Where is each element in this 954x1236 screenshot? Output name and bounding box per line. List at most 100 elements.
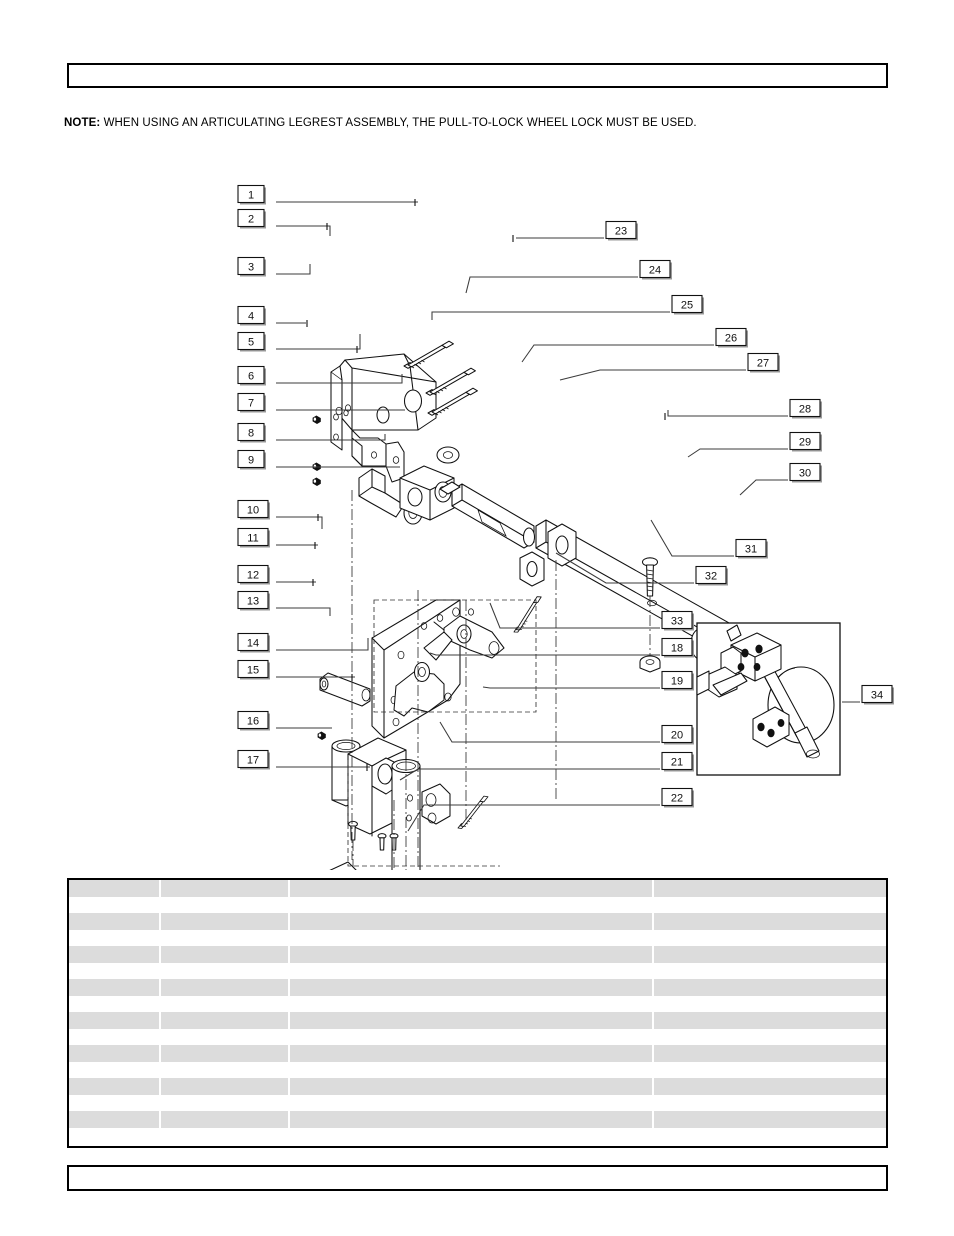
table-cell bbox=[654, 1078, 886, 1095]
callout-16[interactable]: 16 bbox=[237, 710, 270, 731]
callout-1[interactable]: 1 bbox=[237, 184, 266, 205]
callout-13[interactable]: 13 bbox=[237, 590, 270, 611]
table-cell bbox=[69, 963, 159, 980]
table-cell bbox=[161, 1045, 288, 1062]
callout-31[interactable]: 31 bbox=[735, 538, 768, 559]
table-cell bbox=[290, 1128, 652, 1145]
callout-label: 11 bbox=[247, 532, 258, 544]
callout-label: 2 bbox=[248, 213, 254, 225]
callout-label: 25 bbox=[681, 299, 693, 311]
table-cell bbox=[69, 1012, 159, 1029]
callout-18[interactable]: 18 bbox=[661, 637, 694, 658]
callout-8[interactable]: 8 bbox=[237, 422, 266, 443]
callout-label: 15 bbox=[247, 664, 259, 676]
callout-label: 34 bbox=[871, 689, 883, 701]
table-row bbox=[69, 1111, 886, 1128]
callout-27[interactable]: 27 bbox=[747, 352, 780, 373]
callout-7[interactable]: 7 bbox=[237, 392, 266, 413]
callout-15[interactable]: 15 bbox=[237, 659, 270, 680]
table-cell bbox=[290, 1062, 652, 1079]
table-cell bbox=[161, 897, 288, 914]
callout-28[interactable]: 28 bbox=[789, 398, 822, 419]
table-cell bbox=[161, 996, 288, 1013]
header-title-bar bbox=[67, 63, 888, 88]
table-cell bbox=[290, 1012, 652, 1029]
callout-4[interactable]: 4 bbox=[237, 305, 266, 326]
callout-label: 20 bbox=[671, 729, 683, 741]
callout-21[interactable]: 21 bbox=[661, 751, 694, 772]
callout-10[interactable]: 10 bbox=[237, 499, 270, 520]
table-cell bbox=[69, 1095, 159, 1112]
table-cell bbox=[290, 946, 652, 963]
table-cell bbox=[654, 1045, 886, 1062]
table-cell bbox=[654, 880, 886, 897]
table-cell bbox=[69, 1062, 159, 1079]
callout-25[interactable]: 25 bbox=[671, 294, 704, 315]
table-cell bbox=[69, 1029, 159, 1046]
table-row bbox=[69, 1012, 886, 1029]
callout-5[interactable]: 5 bbox=[237, 331, 266, 352]
callout-29[interactable]: 29 bbox=[789, 431, 822, 452]
callout-14[interactable]: 14 bbox=[237, 632, 270, 653]
table-cell bbox=[290, 913, 652, 930]
table-cell bbox=[69, 946, 159, 963]
callout-24[interactable]: 24 bbox=[639, 259, 672, 280]
callout-11[interactable]: 11 bbox=[237, 527, 270, 548]
table-cell bbox=[290, 1078, 652, 1095]
callout-23[interactable]: 23 bbox=[605, 220, 638, 241]
callout-label: 33 bbox=[671, 615, 683, 627]
table-cell bbox=[161, 1029, 288, 1046]
table-cell bbox=[161, 979, 288, 996]
callout-33[interactable]: 33 bbox=[661, 610, 694, 631]
callout-label: 4 bbox=[248, 310, 254, 322]
table-cell bbox=[290, 1029, 652, 1046]
table-cell bbox=[290, 1111, 652, 1128]
callout-34[interactable]: 34 bbox=[861, 684, 894, 705]
callout-3[interactable]: 3 bbox=[237, 256, 266, 277]
table-cell bbox=[654, 1012, 886, 1029]
table-cell bbox=[69, 1111, 159, 1128]
callout-label: 17 bbox=[247, 754, 259, 766]
callout-6[interactable]: 6 bbox=[237, 365, 266, 386]
callout-30[interactable]: 30 bbox=[789, 462, 822, 483]
table-cell bbox=[290, 930, 652, 947]
table-row bbox=[69, 979, 886, 996]
table-row bbox=[69, 913, 886, 930]
callout-label: 1 bbox=[248, 189, 254, 201]
callout-9[interactable]: 9 bbox=[237, 449, 266, 470]
table-cell bbox=[654, 1128, 886, 1145]
table-cell bbox=[161, 913, 288, 930]
note-text: WHEN USING AN ARTICULATING LEGREST ASSEM… bbox=[100, 117, 697, 129]
callout-2[interactable]: 2 bbox=[237, 208, 266, 229]
callout-label: 28 bbox=[799, 403, 811, 415]
table-cell bbox=[654, 897, 886, 914]
callout-17[interactable]: 17 bbox=[237, 749, 270, 770]
table-row bbox=[69, 880, 886, 897]
callout-label: 9 bbox=[248, 454, 254, 466]
callout-20[interactable]: 20 bbox=[661, 724, 694, 745]
callout-26[interactable]: 26 bbox=[715, 327, 748, 348]
table-cell bbox=[161, 1012, 288, 1029]
callout-19[interactable]: 19 bbox=[661, 670, 694, 691]
callout-32[interactable]: 32 bbox=[695, 565, 728, 586]
callout-label: 8 bbox=[248, 427, 254, 439]
callout-12[interactable]: 12 bbox=[237, 564, 270, 585]
table-cell bbox=[69, 979, 159, 996]
callout-22[interactable]: 22 bbox=[661, 787, 694, 808]
table-cell bbox=[654, 979, 886, 996]
table-cell bbox=[290, 897, 652, 914]
table-cell bbox=[161, 1111, 288, 1128]
callout-label: 24 bbox=[649, 264, 661, 276]
callout-label: 12 bbox=[247, 569, 259, 581]
table-cell bbox=[290, 1045, 652, 1062]
table-cell bbox=[161, 1095, 288, 1112]
table-row bbox=[69, 946, 886, 963]
callout-label: 32 bbox=[705, 570, 717, 582]
callout-label: 5 bbox=[248, 336, 254, 348]
callout-label: 19 bbox=[671, 675, 683, 687]
table-cell bbox=[654, 913, 886, 930]
table-row-separator bbox=[69, 1062, 886, 1079]
table-cell bbox=[654, 1029, 886, 1046]
parts-list-table bbox=[67, 878, 888, 1148]
callout-label: 10 bbox=[247, 504, 259, 516]
